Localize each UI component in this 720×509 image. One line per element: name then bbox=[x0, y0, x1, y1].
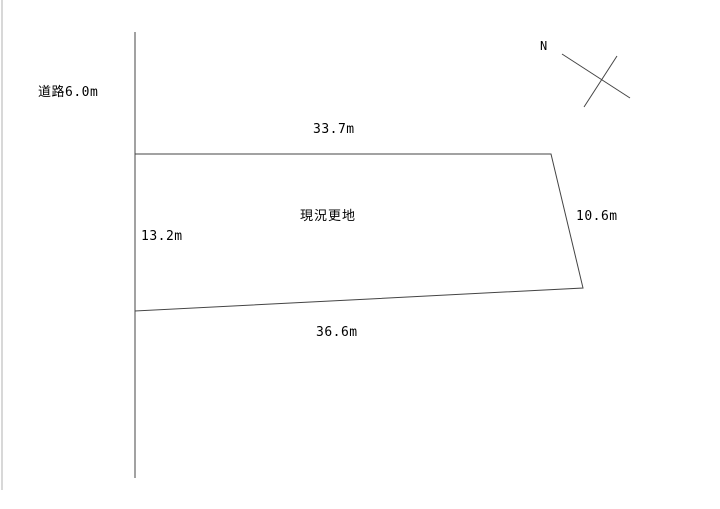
north-label: N bbox=[540, 39, 548, 53]
lot-outline bbox=[134, 153, 584, 312]
north-arrow-icon bbox=[561, 53, 631, 108]
left-side-dimension: 13.2m bbox=[141, 229, 183, 244]
bottom-side-dimension: 36.6m bbox=[316, 325, 358, 340]
top-side-dimension: 33.7m bbox=[313, 122, 355, 137]
road-width-label: 道路6.0m bbox=[38, 85, 99, 100]
right-side-dimension: 10.6m bbox=[576, 209, 618, 224]
lot-status-label: 現況更地 bbox=[300, 209, 357, 224]
